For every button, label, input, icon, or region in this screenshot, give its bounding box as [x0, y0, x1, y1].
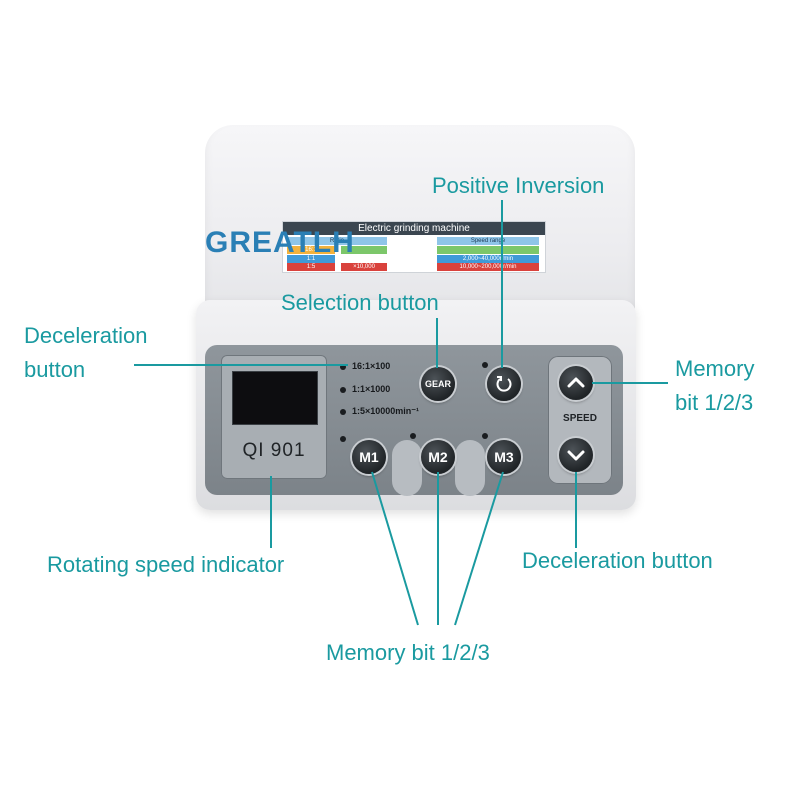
ratio-led-1 [340, 364, 346, 370]
m1-led [340, 436, 346, 442]
callout-memory-right-line2: bit 1/2/3 [675, 390, 754, 415]
panel-track-2 [455, 440, 485, 496]
ratio-label-2: 1:1×1000 [352, 384, 391, 394]
sticker-row2-left: 1:1 [287, 255, 335, 263]
m3-led [482, 433, 488, 439]
callout-rotating-speed-indicator: Rotating speed indicator [47, 552, 285, 577]
leader-memory-m3 [454, 471, 504, 626]
sticker-row1-mid [341, 246, 387, 254]
sticker-row3-mid: ×10,000 [341, 263, 387, 271]
sticker-row3-left: 1:5 [287, 263, 335, 271]
sticker-head-left: Ratio [287, 237, 387, 245]
callout-selection-button: Selection button [281, 290, 439, 315]
callout-memory-right-line1: Memory [675, 356, 755, 381]
sticker-row1-right [437, 246, 539, 254]
brand-watermark: GREATLH [205, 226, 355, 259]
sticker-row3-right: 10,000~200,000r/min [437, 263, 539, 271]
gear-selection-button[interactable]: GEAR [421, 367, 455, 401]
callout-memory-bottom: Memory bit 1/2/3 [326, 640, 490, 665]
callout-deceleration-right: Deceleration button [522, 548, 713, 573]
chevron-up-icon [567, 377, 585, 388]
m2-led [410, 433, 416, 439]
memory-1-button[interactable]: M1 [352, 440, 386, 474]
reverse-led [482, 362, 488, 368]
ratio-led-2 [340, 387, 346, 393]
ratio-label-1: 16:1×100 [352, 361, 391, 371]
rotate-arrow-icon [496, 376, 512, 392]
speed-up-button[interactable] [559, 366, 593, 400]
ratio-led-3 [340, 409, 346, 415]
memory-2-button[interactable]: M2 [421, 440, 455, 474]
ratio-label-3: 1:5×10000min⁻¹ [352, 406, 420, 416]
sticker-head-right: Speed range [437, 237, 539, 245]
speed-label: SPEED [563, 413, 597, 424]
sticker-title: Electric grinding machine [283, 222, 545, 235]
panel-track-1 [392, 440, 422, 496]
sticker-row1-left: 16:1 [287, 246, 335, 254]
sticker-row2-right: 2,000~40,000r/min [437, 255, 539, 263]
callout-positive-inversion: Positive Inversion [432, 173, 605, 198]
callout-deceleration-left-line1: Deceleration [24, 323, 148, 348]
chevron-down-icon [567, 450, 585, 461]
speed-display-screen [232, 371, 318, 425]
speed-down-button[interactable] [559, 438, 593, 472]
reverse-button[interactable] [487, 367, 521, 401]
memory-3-button[interactable]: M3 [487, 440, 521, 474]
model-label: QI 901 [242, 440, 306, 461]
leader-memory-m1 [371, 471, 419, 626]
callout-deceleration-left-line2: button [24, 357, 86, 382]
